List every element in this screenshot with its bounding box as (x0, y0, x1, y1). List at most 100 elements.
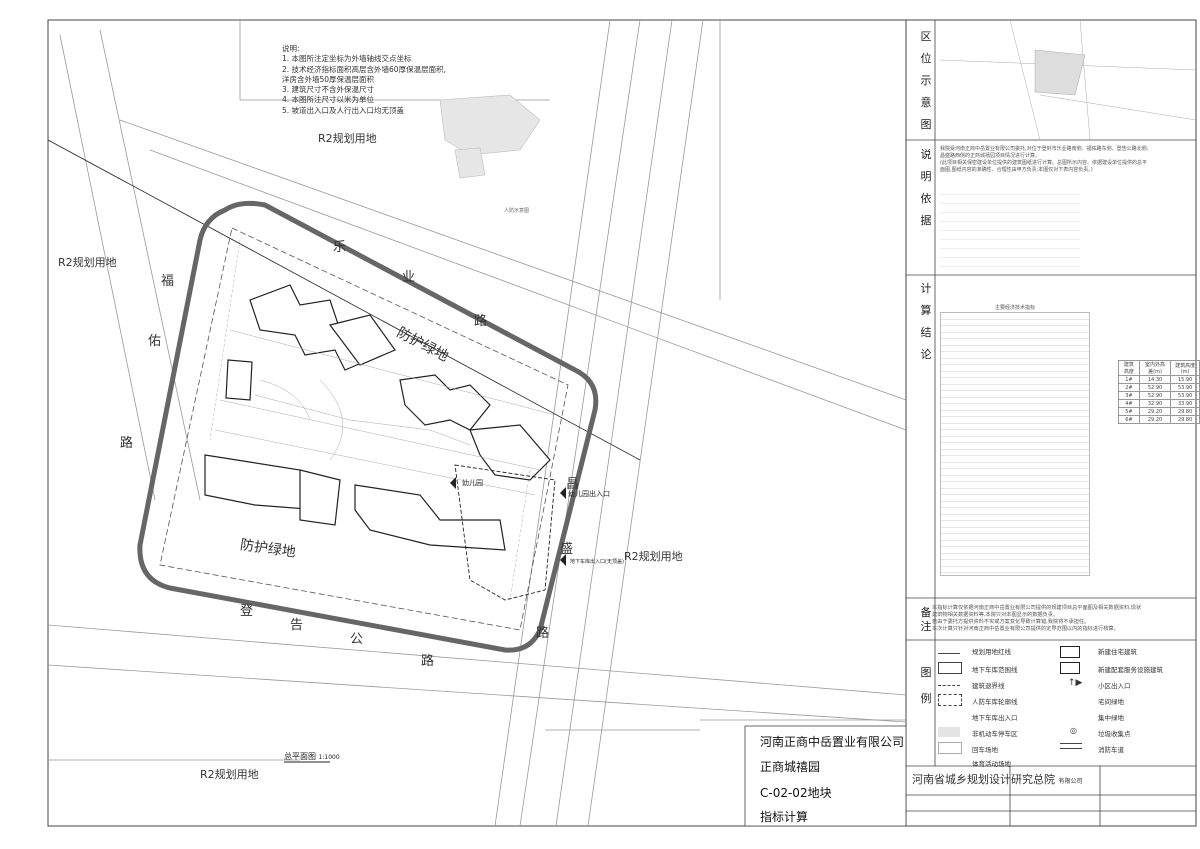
legend-swatch (938, 680, 960, 686)
legend-label: 地下车库范围线 (972, 666, 1018, 674)
plan-title: 总平面图 1:1000 (284, 751, 340, 762)
r2-label-west: R2规划用地 (58, 256, 117, 269)
remark-heading: 备 注 (919, 606, 933, 634)
head-char: 例 (920, 692, 932, 705)
road-south-char: 公 (350, 632, 364, 647)
road-north-char: 乐 (333, 240, 347, 255)
legend-swatch (938, 742, 962, 754)
note-item: 1. 本图所注定坐标为外墙轴线交点坐标 (282, 54, 412, 64)
econ-title: 主要经济技术指标 (994, 305, 1035, 311)
legend-label: 非机动车停车区 (972, 730, 1018, 738)
r2-label-south: R2规划用地 (200, 768, 259, 781)
legend-label: 新建住宅建筑 (1098, 648, 1137, 656)
road-west-char: 路 (120, 436, 134, 451)
legend-label: 小区出入口 (1098, 682, 1131, 690)
location-heading: 区 位 示 意 图 (919, 26, 933, 136)
note-item: 洋房含外墙50厚保温层面积 (282, 74, 375, 84)
road-west-char: 佑 (148, 334, 162, 349)
height-header: 建筑高度(m) (1170, 360, 1200, 376)
general-notes: 说明: 1. 本图所注定坐标为外墙轴线交点坐标 2. 技术经济指标面积高层含外墙… (282, 44, 446, 116)
internal-paths (209, 239, 556, 601)
existing-buildings (439, 94, 541, 179)
notes-heading: 说明: (282, 44, 300, 53)
legend-swatch (1060, 646, 1080, 658)
project-name: 正商城禧园 (760, 760, 821, 774)
legend-label: 垃圾收集点 (1098, 730, 1131, 738)
head-char: 意 (920, 96, 932, 109)
road-north-char: 路 (474, 314, 488, 329)
basis-line: (此项目相关保密建设单位提供的建筑图纸进行计算。总图所示内容、依据建设单位提供的… (940, 160, 1147, 166)
legend-swatch (938, 648, 960, 654)
remark-line: 建筑物相关数据资料等,本院只对本图显示的数据负责。 (932, 612, 1059, 618)
legend-swatch (938, 727, 960, 737)
basis-text: 我院受河南正商中岳置业有限公司委托,对位于登封市乐业路南侧、福佑路东侧、登告公路… (940, 146, 1190, 174)
road-east-char: 昌 (566, 477, 580, 492)
kindergarten-entrance-label: 幼儿园出入口 (568, 490, 610, 498)
height-header: 室内外高差(m) (1138, 360, 1172, 376)
legend-label: 集中绿地 (1098, 714, 1124, 722)
basis-line: 我院受河南正商中岳置业有限公司委托,对位于登封市乐业路南侧、福佑路东侧、登告公路… (940, 146, 1152, 152)
legend-label: 新建配套服务设施建筑 (1098, 666, 1163, 674)
legend-label: 建筑退界线 (972, 682, 1005, 690)
head-char: 论 (920, 348, 932, 361)
plan-scale: 1:1000 (318, 754, 340, 761)
road-west-char: 福 (161, 274, 175, 289)
height-header: 建筑高度 (1118, 360, 1140, 376)
kindergarten-outline (454, 464, 556, 601)
road-east-char: 盛 (560, 542, 574, 557)
basis-line: 昌盛路西侧的正商城禧园项目情况进行计算。 (940, 153, 1041, 159)
basis-reference-list (940, 186, 1080, 272)
remark-line: 若由于委托方提供资料不实或方案变化导致计算错,我院将不承担任。 (932, 619, 1090, 625)
road-north-char: 业 (402, 270, 416, 285)
institute-name-text: 河南省城乡规划设计研究总院 (912, 773, 1055, 786)
basis-line: 面图,图纸内容的准确性、合理性由甲方负责;本图仅对下表内容负责。) (940, 167, 1093, 173)
road-south-char: 路 (421, 654, 435, 669)
note-item: 3. 建筑尺寸不含外保温尺寸 (282, 85, 375, 95)
head-char: 图 (920, 666, 932, 679)
legend-label: 回车场地 (972, 746, 998, 754)
kindergarten-label: 幼儿园 (462, 479, 483, 487)
legend-label: 宅间绿地 (1098, 698, 1124, 706)
doc-name: 指标计算 (760, 810, 809, 824)
legend-heading: 图 例 (919, 660, 933, 712)
head-char: 位 (920, 52, 932, 65)
entrance-arrow-icon: ↑▶ (1068, 678, 1083, 688)
note-item: 2. 技术经济指标面积高层含外墙60厚保温层面积, (282, 64, 446, 74)
legend-swatch (938, 694, 962, 706)
legend-swatch (1060, 743, 1082, 749)
head-char: 注 (920, 620, 932, 633)
head-char: 算 (920, 304, 932, 317)
institute-name: 河南省城乡规划设计研究总院 有限公司 (912, 771, 1083, 787)
remark-text: 本指标计算仅依据河南正商中岳置业有限公司提供的规建项目总平面图及相关数据资料,现… (932, 605, 1194, 633)
legend-label: 消防车道 (1098, 746, 1124, 754)
buildings (204, 284, 551, 551)
institute-suffix: 有限公司 (1058, 778, 1083, 785)
plan-title-text: 总平面图 (284, 752, 316, 761)
calc-heading: 计 算 结 论 (919, 278, 933, 366)
head-char: 计 (920, 282, 932, 295)
client-name: 河南正商中岳置业有限公司 (760, 735, 905, 749)
head-char: 明 (920, 170, 932, 183)
head-char: 区 (920, 30, 932, 43)
legend-label: 人防车库轮廓线 (972, 698, 1018, 706)
econ-indicator-table: 主要经济技术指标 (940, 305, 1090, 576)
road-south-char: 登 (240, 604, 254, 619)
legend-label: 体育活动场地 (972, 760, 1011, 768)
note-item: 5. 坡道出入口及人行出入口均无顶盖 (282, 105, 405, 115)
head-char: 示 (920, 74, 932, 87)
head-char: 备 (920, 606, 932, 619)
road-note: 人防示意图 (504, 208, 530, 214)
trash-point-icon: ◎ (1070, 726, 1077, 735)
head-char: 说 (920, 148, 932, 161)
garage-entrance-label: 地下车库出入口(无顶盖) (570, 559, 624, 565)
legend-swatch (938, 662, 962, 674)
r2-label-north: R2规划用地 (318, 132, 377, 145)
